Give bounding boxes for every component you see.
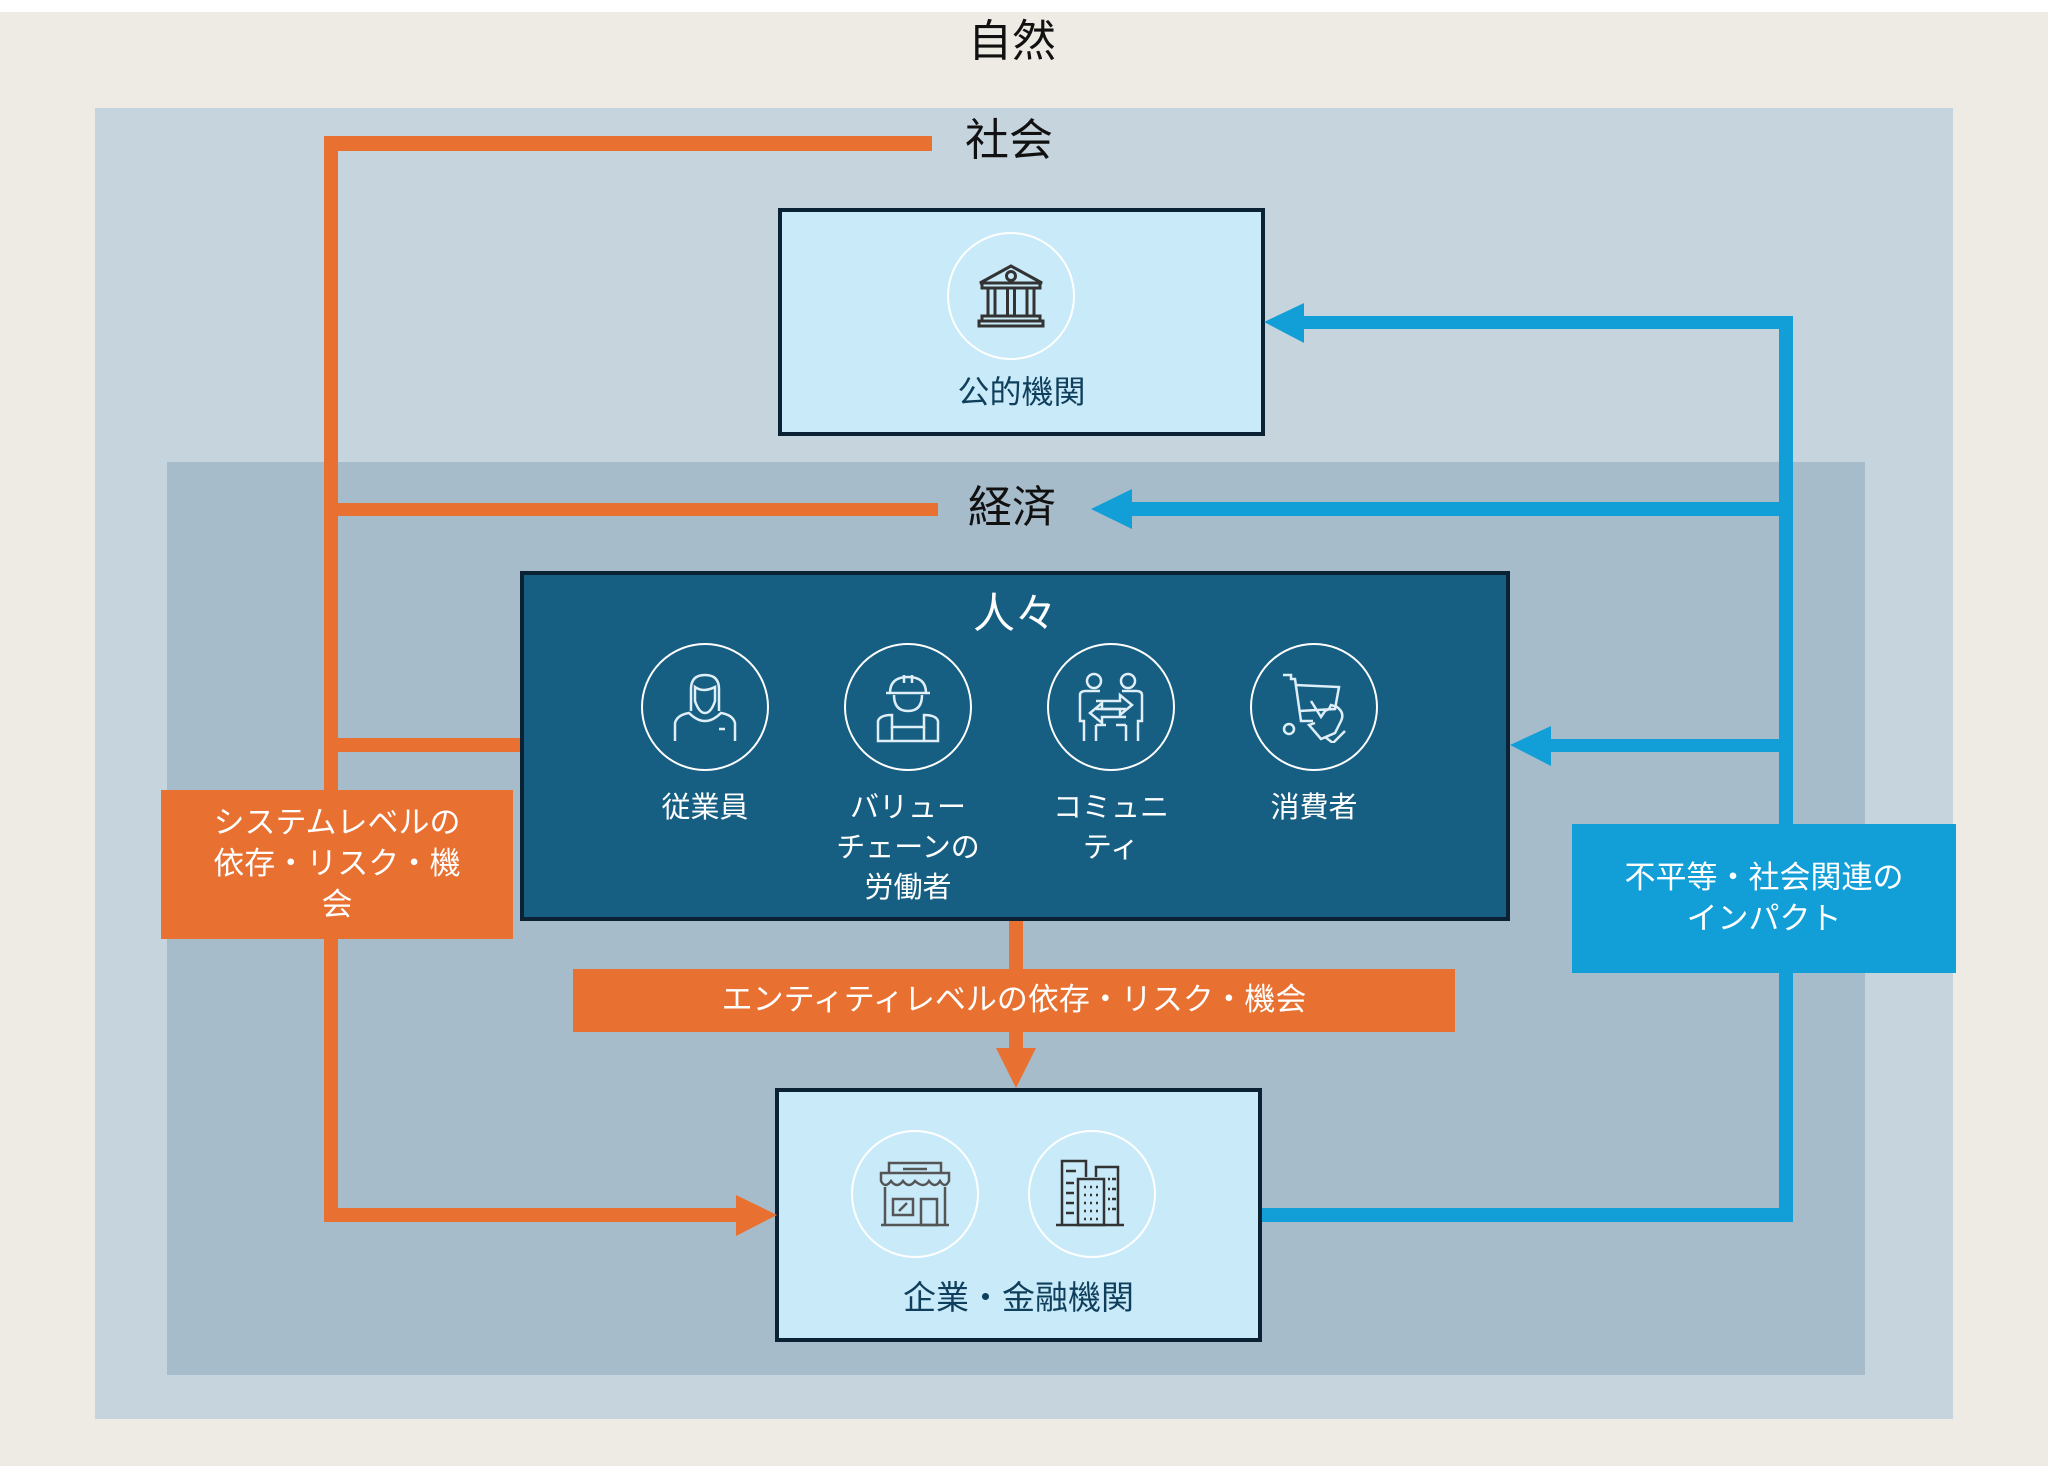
blue-vertical-line — [1779, 316, 1793, 1222]
label-line: コミュニ — [1052, 790, 1169, 824]
system-level-tag: システムレベルの 依存・リスク・機 会 — [161, 790, 513, 939]
blue-line-to-economy — [1128, 502, 1793, 516]
nature-title: 自然 — [968, 16, 1056, 67]
public-institutions-box: 公的機関 — [778, 208, 1265, 436]
orange-line-to-business — [324, 1208, 738, 1222]
entity-level-text: エンティティレベルの依存・リスク・機会 — [721, 982, 1307, 1018]
people-label-value-chain-workers: バリュー チェーンの 労働者 — [808, 787, 1008, 907]
construction-worker-icon — [844, 643, 972, 771]
orange-line-to-economy — [324, 503, 938, 516]
tag-line: システムレベルの — [213, 805, 461, 841]
label-line: チェーンの — [836, 830, 980, 864]
people-title: 人々 — [972, 589, 1057, 638]
community-exchange-icon — [1047, 643, 1175, 771]
office-buildings-icon — [1028, 1130, 1156, 1258]
people-panel: 人々 — [520, 571, 1510, 921]
business-finance-label: 企業・金融機関 — [903, 1278, 1134, 1317]
label-line: バリュー — [849, 790, 966, 824]
government-building-icon — [947, 232, 1075, 360]
orange-vertical-line — [324, 136, 338, 1222]
orange-line-from-people — [324, 738, 522, 752]
people-label-communities: コミュニ ティ — [1011, 787, 1211, 867]
label-line: 従業員 — [661, 790, 749, 824]
entity-level-tag: エンティティレベルの依存・リスク・機会 — [573, 969, 1455, 1032]
orange-line-to-society — [324, 136, 932, 151]
tag-line: 不平等・社会関連の — [1624, 859, 1904, 896]
label-line: 消費者 — [1270, 790, 1358, 824]
tag-line: 会 — [321, 887, 353, 923]
tag-line: 依存・リスク・機 — [213, 846, 461, 882]
people-label-employees: 従業員 — [605, 787, 805, 827]
label-line: ティ — [1082, 830, 1140, 864]
society-title: 社会 — [965, 115, 1053, 166]
public-institutions-label: 公的機関 — [957, 373, 1086, 411]
blue-line-from-business — [1262, 1208, 1793, 1222]
blue-line-to-public — [1300, 316, 1793, 329]
shopping-cart-icon — [1250, 643, 1378, 771]
storefront-icon — [851, 1130, 979, 1258]
people-label-consumers: 消費者 — [1214, 787, 1414, 827]
economy-title: 経済 — [968, 482, 1056, 533]
employee-icon — [641, 643, 769, 771]
blue-line-to-people — [1548, 739, 1793, 752]
impacts-tag: 不平等・社会関連の インパクト — [1572, 824, 1956, 973]
label-line: 労働者 — [864, 870, 952, 904]
business-finance-box: 企業・金融機関 — [775, 1088, 1262, 1342]
tag-line: インパクト — [1686, 900, 1842, 937]
